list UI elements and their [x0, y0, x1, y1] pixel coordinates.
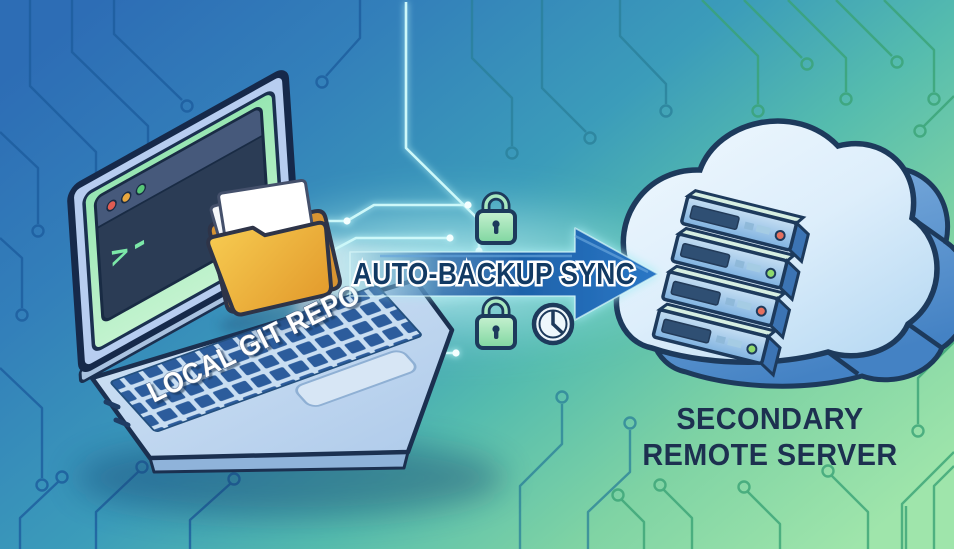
server-unit: [661, 264, 792, 340]
server-unit: [670, 226, 801, 303]
remote-label-line2: REMOTE SERVER: [642, 438, 897, 472]
server-unit: [680, 189, 810, 265]
remote-server-label: SECONDARY REMOTE SERVER: [642, 402, 897, 472]
clock-icon: [531, 302, 575, 346]
circuit-traces-center: [470, 0, 673, 549]
laptop-keyboard: [110, 285, 422, 432]
svg-text:AUTO-BACKUP SYNC: AUTO-BACKUP SYNC: [353, 257, 635, 291]
traffic-light-red: [106, 199, 117, 212]
server-rack: [651, 189, 810, 378]
server-led: [774, 229, 786, 241]
cloud-server: [613, 118, 954, 389]
arrow-label: AUTO-BACKUP SYNC: [351, 255, 638, 294]
laptop-screen: >-: [67, 70, 301, 384]
traffic-light-amber: [120, 191, 132, 204]
server-led: [765, 267, 777, 279]
circuit-traces-right: [611, 0, 954, 549]
laptop-trackpad: [295, 350, 417, 407]
server-led: [755, 305, 767, 317]
laptop-ports: [103, 399, 131, 428]
remote-label-line1: SECONDARY: [676, 402, 863, 436]
server-unit: [651, 302, 782, 378]
lock-icon-bottom: [475, 296, 517, 350]
traffic-light-green: [135, 183, 147, 196]
right-arrow-icon: [349, 227, 659, 321]
sync-arrow: [349, 227, 659, 321]
laptop-base: [89, 277, 455, 474]
lock-icon-top: [475, 191, 517, 245]
folder-icon: [206, 178, 345, 334]
terminal-window-icon: >-: [93, 107, 271, 322]
server-led: [746, 343, 758, 355]
